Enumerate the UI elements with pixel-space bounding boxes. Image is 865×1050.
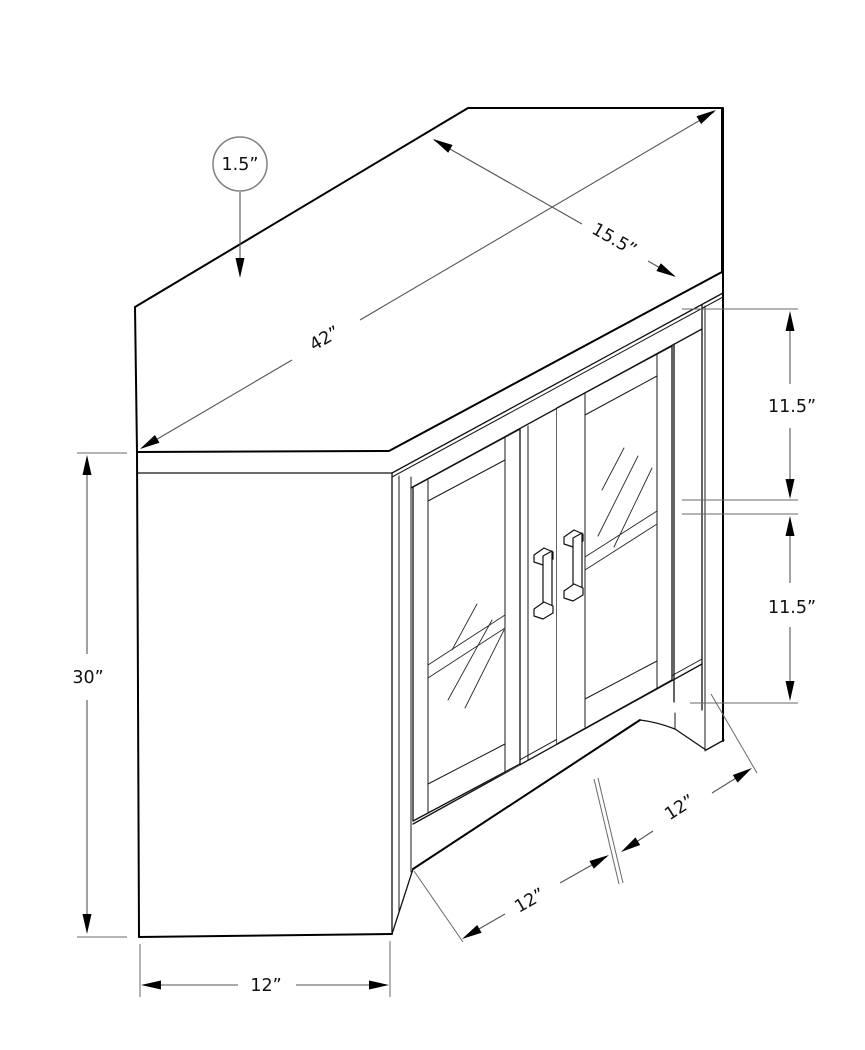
- arrowhead-icon: [656, 263, 676, 277]
- right-door-handle: [563, 529, 584, 602]
- arrowhead-icon: [82, 914, 92, 934]
- arrowhead-icon: [369, 980, 389, 990]
- label-top-depth: 15.5”: [588, 219, 640, 260]
- label-left-door-width: 12”: [511, 885, 548, 918]
- arrowhead-icon: [235, 258, 245, 278]
- dimension-left-side-width: 12”: [139, 941, 391, 997]
- label-upper-opening-height: 11.5”: [768, 397, 816, 417]
- left-door-glass-reflection: [447, 603, 505, 709]
- arrowhead-icon: [732, 768, 752, 783]
- label-lower-opening-height: 11.5”: [768, 598, 816, 618]
- arrowhead-icon: [785, 681, 795, 701]
- label-overall-height: 30”: [72, 668, 103, 688]
- callout-circle: [212, 136, 268, 192]
- left-side-panel: [136, 451, 393, 938]
- arrowhead-icon: [141, 980, 161, 990]
- label-left-side-width: 12”: [250, 976, 281, 996]
- dimension-top-thickness: 1.5”: [212, 136, 268, 278]
- arrowhead-icon: [462, 925, 482, 939]
- right-door-shelf-line: [584, 510, 658, 571]
- arrowhead-icon: [433, 139, 453, 153]
- left-door-handle: [533, 547, 554, 620]
- left-glass-door: [412, 428, 521, 822]
- label-right-door-width: 12”: [661, 791, 698, 825]
- left-door-shelf-line: [427, 614, 506, 679]
- arrowhead-icon: [785, 516, 795, 536]
- dimension-right-door-width: 12”: [621, 693, 758, 852]
- arrowhead-icon: [589, 855, 609, 869]
- arrowhead-icon: [82, 455, 92, 475]
- arrowhead-icon: [140, 435, 160, 449]
- arrowhead-icon: [696, 110, 716, 124]
- front-frame: [391, 107, 724, 935]
- arrowhead-icon: [621, 837, 641, 852]
- right-glass-door: [556, 345, 673, 745]
- right-door-glass-reflection: [597, 447, 653, 548]
- arrowhead-icon: [785, 311, 795, 331]
- dimension-upper-opening: 11.5”: [682, 308, 816, 501]
- arrowhead-icon: [785, 479, 795, 499]
- dimension-overall-height: 30”: [72, 452, 127, 938]
- right-leg: [639, 712, 725, 751]
- dimension-lower-opening: 11.5”: [682, 513, 816, 704]
- label-top-width: 42”: [306, 322, 343, 355]
- label-top-thickness: 1.5”: [222, 155, 259, 175]
